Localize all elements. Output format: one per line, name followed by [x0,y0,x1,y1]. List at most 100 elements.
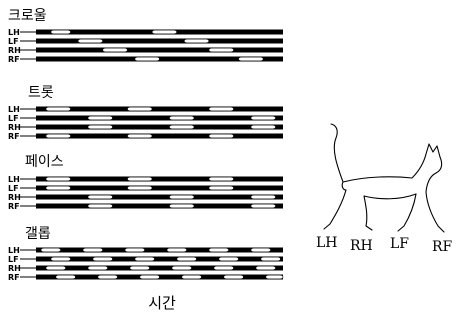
swing-phase [127,185,153,191]
swing-phase [92,256,113,262]
leg-label: LH [8,28,20,37]
swing-phase [208,247,229,253]
leg-label: RH [8,264,21,273]
stance-bar [36,47,283,53]
swing-phase [250,247,271,253]
swing-phase [87,115,113,121]
swing-phase [265,274,284,280]
cat-hind-leg-2 [323,189,347,230]
swing-phase [87,265,108,271]
swing-phase [127,176,153,182]
swing-phase [166,247,187,253]
cat-face [425,156,443,193]
swing-phase [45,106,71,112]
swing-phase [77,38,103,44]
cat-illustration: LH RH LF RF [316,123,453,255]
cat-leg-label-2: LF [390,236,409,252]
cat-leg-label-1: RH [350,238,373,254]
leg-label: LF [8,184,19,193]
swing-phase [260,256,281,262]
leg-label: RF [8,55,20,64]
leg-label: LF [8,255,19,264]
swing-phase [45,176,71,182]
leg-label: LH [8,246,20,255]
cat-leg-label-3: RF [432,239,453,255]
swing-phase [87,194,113,200]
stance-bar [36,106,283,112]
swing-phase [169,203,195,209]
stance-bar [36,194,283,200]
swing-phase [87,124,113,130]
swing-phase [183,38,210,44]
swing-phase [139,274,160,280]
swing-phase [250,115,276,121]
swing-phase [208,176,234,182]
swing-phase [169,115,195,121]
swing-phase [208,106,234,112]
swing-phase [124,247,145,253]
swing-phase [208,185,234,191]
stance-bar [36,203,283,209]
leg-label: LH [8,105,20,114]
cat-ears [425,143,441,158]
swing-phase [213,265,234,271]
swing-phase [223,274,244,280]
stance-bar [36,133,283,139]
swing-phase [82,247,103,253]
leg-label: LF [8,37,19,46]
cat-back [342,153,427,183]
swing-phase [45,133,71,139]
swing-phase [45,265,66,271]
swing-phase [134,56,160,62]
cat-icon [323,123,445,233]
swing-phase [129,265,150,271]
cat-front-leg [425,191,445,233]
cat-thigh [341,181,347,191]
swing-phase [208,47,234,53]
stance-bar [36,115,283,121]
swing-phase [50,29,71,35]
cat-tail [330,123,344,183]
swing-phase [250,194,276,200]
gait-title: 갤롭 [25,226,51,242]
gait-panels: 크로울LHLFRHRF트롯LHLFRHRF페이스LHLFRHRF갤롭LHLFRH… [8,8,284,282]
stance-bar [36,124,283,130]
leg-label: RF [8,273,20,282]
leg-label: RH [8,193,21,202]
swing-phase [255,265,276,271]
swing-phase [40,247,61,253]
cat-front-leg-2 [397,193,417,232]
cat-hind-leg [363,195,373,231]
stance-bar [36,38,283,44]
leg-label: RF [8,132,20,141]
leg-label: RH [8,46,21,55]
swing-phase [176,256,197,262]
stance-bar [36,247,283,253]
swing-phase [134,256,155,262]
swing-phase [208,133,234,139]
gait-title: 페이스 [25,154,64,170]
swing-phase [127,133,153,139]
stance-bar [36,176,283,182]
x-axis-label: 시간 [148,294,176,312]
swing-phase [55,274,76,280]
swing-phase [127,106,153,112]
swing-phase [97,274,118,280]
gait-title: 크로울 [8,8,47,24]
leg-label: RF [8,202,20,211]
swing-phase [238,56,264,62]
swing-phase [87,203,113,209]
swing-phase [218,256,239,262]
leg-label: LH [8,175,20,184]
swing-phase [151,29,178,35]
leg-label: LF [8,114,19,123]
stance-bar [36,265,283,271]
swing-phase [45,185,71,191]
swing-phase [50,256,71,262]
swing-phase [102,47,128,53]
